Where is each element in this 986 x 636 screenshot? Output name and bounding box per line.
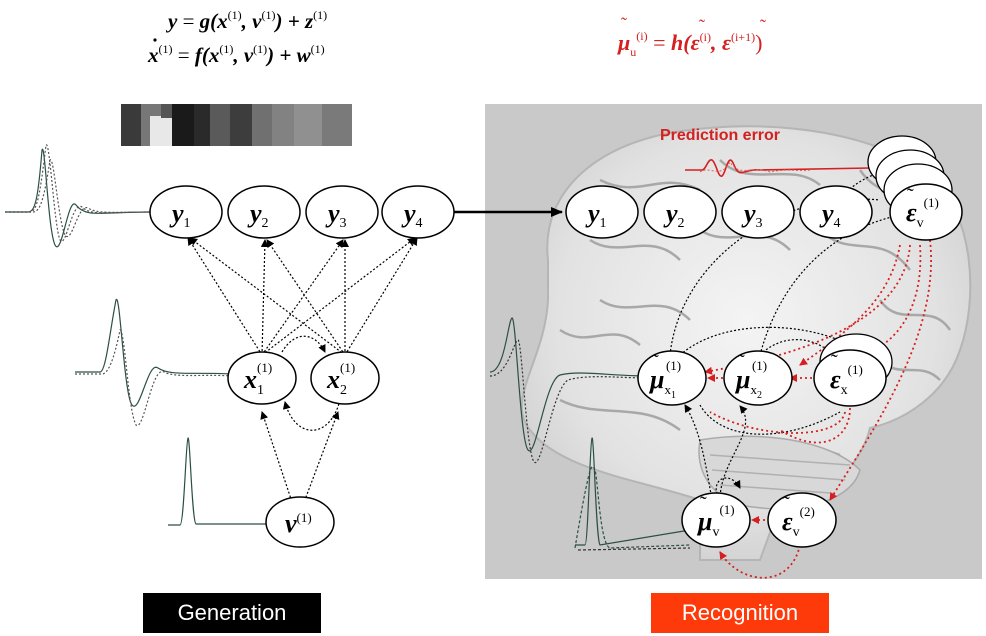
- rec-node-y2: y2: [643, 185, 717, 239]
- svg-text:μx2(1): μx2(1): [734, 358, 767, 401]
- svg-text:v(1): v(1): [285, 509, 312, 538]
- svg-text:˜: ˜: [652, 351, 659, 373]
- svg-text:y2: y2: [663, 199, 685, 231]
- gen-node-y4: y4: [381, 185, 455, 239]
- svg-text:y2: y2: [247, 199, 269, 231]
- rec-node-y4: y4: [799, 185, 873, 239]
- recognition-label: Recognition: [651, 593, 829, 633]
- rec-node-eps-x-stack: εx(1) ˜: [813, 333, 893, 407]
- prediction-error-label: Prediction error: [660, 127, 780, 144]
- svg-text:˜: ˜: [699, 16, 705, 36]
- rec-node-mu-x2: μx2(1) ˜: [723, 350, 793, 406]
- gen-node-y3: y3: [305, 185, 379, 239]
- svg-text:y4: y4: [401, 199, 423, 231]
- svg-text:˜: ˜: [700, 493, 707, 515]
- svg-text:y4: y4: [819, 199, 841, 231]
- recognition-state-waveform: [489, 317, 649, 463]
- gen-node-v: v(1): [265, 496, 335, 548]
- rec-node-y3: y3: [721, 185, 795, 239]
- tilde-dot-accent: ˜: [621, 14, 627, 34]
- svg-text:μv(1): μv(1): [696, 502, 735, 540]
- rec-node-y1: y1: [565, 185, 639, 239]
- gen-node-y1: y1: [149, 185, 223, 239]
- svg-text:εx(1): εx(1): [830, 362, 863, 398]
- svg-text:˜: ˜: [760, 16, 766, 36]
- equation-generative-observation: y = g(x(1), v(1)) + z(1): [165, 8, 327, 33]
- generation-y-nodes: y1 y2 y3 y4: [149, 185, 455, 239]
- gen-node-x2: x2(1): [310, 351, 380, 405]
- rec-node-mu-x1: μx1(1) ˜: [637, 350, 707, 406]
- svg-text:μx1(1): μx1(1): [648, 358, 681, 401]
- equation-generative-state: x(1) = f(x(1), v(1)) + w(1): [147, 42, 325, 67]
- svg-text:x1(1): x1(1): [243, 360, 272, 398]
- recognition-y-nodes: y1 y2 y3 y4: [565, 185, 873, 239]
- svg-text:˜: ˜: [907, 185, 914, 207]
- svg-text:y3: y3: [325, 199, 347, 231]
- generation-label: Generation: [143, 593, 321, 633]
- svg-text:˜: ˜: [831, 351, 838, 373]
- rec-node-eps-v2: εv(2) ˜: [767, 492, 837, 548]
- rec-node-eps-v1-stack: εv(1) ˜: [867, 135, 963, 241]
- svg-text:εv(2): εv(2): [782, 504, 815, 540]
- cause-waveform: [168, 437, 268, 526]
- svg-text:˜: ˜: [783, 493, 790, 515]
- prediction-error-waveform: [685, 159, 871, 177]
- rec-node-mu-v: μv(1) ˜: [681, 492, 751, 548]
- hidden-state-waveform: [75, 299, 233, 426]
- svg-text:y3: y3: [741, 199, 763, 231]
- gen-node-x1: x1(1): [227, 351, 297, 405]
- svg-text:x2(1): x2(1): [326, 360, 355, 398]
- equation-recognition: μu(i) = h(ε(i), ε(i+1)): [617, 29, 762, 59]
- svg-text:˜: ˜: [738, 351, 745, 373]
- recognition-cause-waveform: [574, 437, 691, 551]
- generation-connections: [187, 237, 418, 506]
- stimulus-image: [121, 104, 352, 146]
- dot-accent: [153, 38, 157, 42]
- svg-text:y1: y1: [585, 199, 607, 231]
- gen-node-y2: y2: [227, 185, 301, 239]
- svg-text:y1: y1: [169, 199, 191, 231]
- svg-text:εv(1): εv(1): [906, 195, 939, 231]
- response-waveform-y: [5, 144, 153, 248]
